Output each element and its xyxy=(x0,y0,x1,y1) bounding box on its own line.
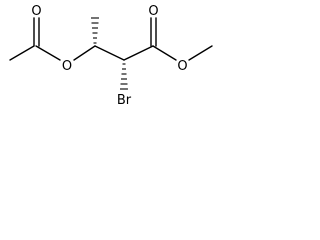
bond-acetyl-methyl xyxy=(9,45,35,61)
atom-bromine: Br xyxy=(117,93,132,108)
atom-o-ester-acetyl: O xyxy=(62,59,72,74)
bond-c1-methoxy-o xyxy=(152,45,177,61)
atom-o-carbonyl-ester: O xyxy=(148,4,158,19)
atom-o-methoxy: O xyxy=(177,59,187,74)
bond-c3-c2 xyxy=(94,45,125,61)
structure-diagram: O O O O Br xyxy=(9,4,213,108)
bond-acetyl-to-ester-o xyxy=(35,45,61,61)
bond-methoxy-o-methyl xyxy=(188,45,213,61)
hashed-wedge-c2-bromine xyxy=(120,63,128,90)
bond-c2-c1 xyxy=(123,45,154,61)
bond-ester-o-to-c3 xyxy=(73,45,96,61)
atom-o-carbonyl-acetyl: O xyxy=(31,4,41,19)
hashed-wedge-c3-methyl xyxy=(91,17,99,44)
